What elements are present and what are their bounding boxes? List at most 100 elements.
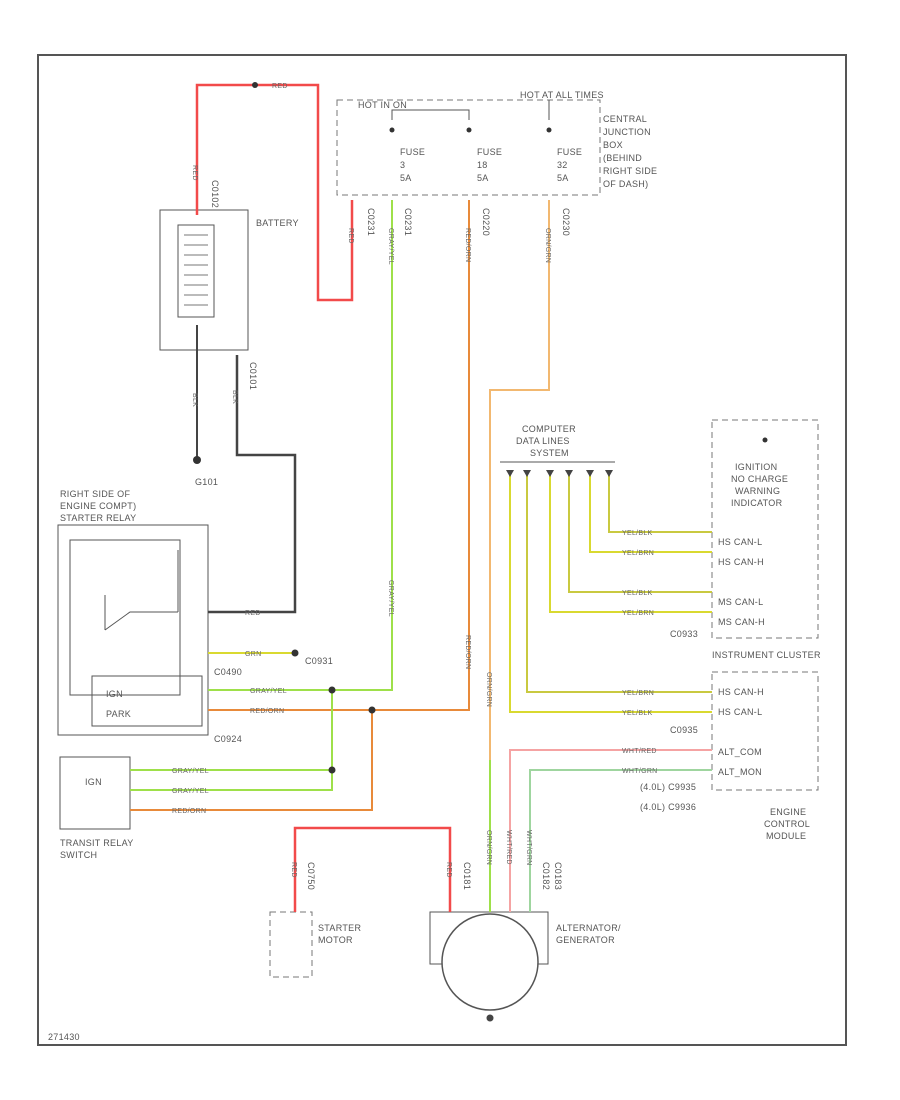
wire-label-yelbrn-1: YEL/BRN: [622, 550, 654, 557]
alt-label-2: GENERATOR: [556, 935, 615, 945]
wire-data-4: [568, 470, 712, 593]
g101-label: G101: [195, 477, 218, 487]
alternator-circle: [441, 913, 539, 1011]
c-cjb3-label: C0220: [481, 208, 491, 236]
fuse-lines: [391, 100, 550, 120]
ign-box-label: IGN: [85, 777, 102, 787]
cdl-label-2: DATA LINES: [516, 436, 570, 446]
relay-switch: [104, 611, 178, 631]
ign-warn-3: WARNING: [735, 486, 780, 496]
starter-label-1: STARTER: [318, 923, 361, 933]
cjb-line3: BOX: [603, 140, 623, 150]
relay-inner: [69, 539, 181, 696]
wire-label-yelbrn-2: YEL/BRN: [622, 610, 654, 617]
c0933-label: C0933: [670, 629, 698, 639]
wire-label-yelblk-3: YEL/BLK: [622, 710, 653, 717]
c-gen3-label: C0183: [553, 862, 563, 890]
wire-label-yelblk-1: YEL/BLK: [622, 530, 653, 537]
fuse1-amp: 5A: [400, 173, 412, 183]
wire-label-whtred-v: WHT/RED: [505, 830, 512, 865]
battery-cell-lines: [184, 234, 208, 306]
pin-ms-can-h: MS CAN-H: [718, 617, 765, 627]
pin-hs-can-h-2: HS CAN-H: [718, 687, 764, 697]
wire-data-2: [526, 470, 712, 693]
fuse3-num: 32: [557, 160, 568, 170]
cjb-line4: (BEHIND: [603, 153, 642, 163]
fuse3-label: FUSE: [557, 147, 582, 157]
cjb-line6: OF DASH): [603, 179, 648, 189]
wire-label-red-gen: RED: [445, 862, 452, 878]
fuse1-label: FUSE: [400, 147, 425, 157]
battery-cells: [177, 224, 215, 318]
c-gen2-label: C0182: [541, 862, 551, 890]
wire-data-6: [608, 470, 712, 533]
wire-label-red-cjb: RED: [347, 228, 354, 244]
pin-hs-can-h-1: HS CAN-H: [718, 557, 764, 567]
wire-label-grayyel-t2: GRAY/YEL: [172, 788, 209, 795]
eng-compt-line1: RIGHT SIDE OF: [60, 489, 130, 499]
c0490-label: C0490: [214, 667, 242, 677]
wire-black-starter: [208, 355, 297, 614]
ign-label: IGN: [106, 689, 123, 699]
alt-label-1: ALTERNATOR/: [556, 923, 621, 933]
battery-label: BATTERY: [256, 218, 299, 228]
wire-red-starter: [293, 826, 452, 912]
c9935-label: (4.0L) C9935: [640, 782, 696, 792]
fuse2-num: 18: [477, 160, 488, 170]
pin-alt-com: ALT_COM: [718, 747, 762, 757]
alternator-ground: [486, 1014, 494, 1022]
battery-box: [159, 209, 249, 351]
wire-label-yelblk-2: YEL/BLK: [622, 590, 653, 597]
c9936-label: (4.0L) C9936: [640, 802, 696, 812]
fuse1-num: 3: [400, 160, 405, 170]
wire-label-whtred: WHT/RED: [622, 748, 657, 755]
starter-label-2: MOTOR: [318, 935, 353, 945]
transit-relay-switch-box: [59, 756, 131, 830]
wire-redorn: [208, 200, 470, 711]
fuse3-amp: 5A: [557, 173, 569, 183]
wire-label-redorn-top: RED/ORN: [464, 228, 471, 262]
c-sm-label: C0750: [306, 862, 316, 890]
eng-compt-line2: ENGINE COMPT): [60, 501, 136, 511]
engine-control-module-box: [711, 671, 819, 791]
wire-label-orngrn-low: ORN/GRN: [485, 830, 492, 865]
wire-label-redorn-mid: RED/ORN: [464, 635, 471, 669]
wire-data-5: [589, 470, 712, 553]
wire-whtgrn: [529, 769, 712, 912]
pin-hs-can-l-2: HS CAN-L: [718, 707, 762, 717]
ecm-label-3: MODULE: [766, 831, 806, 841]
c0931-label: C0931: [305, 656, 333, 666]
wire-red-battery: [195, 83, 354, 302]
wire-label-grn: GRN: [245, 651, 261, 658]
c-bat-label: C0102: [210, 180, 220, 208]
diagram-border: [37, 54, 847, 1046]
ecm-label-2: CONTROL: [764, 819, 810, 829]
c-bat2-label: C0101: [248, 362, 258, 390]
wire-label-yelbrn-3: YEL/BRN: [622, 690, 654, 697]
pin-ms-can-l: MS CAN-L: [718, 597, 763, 607]
instrument-cluster-box: [711, 419, 819, 639]
cdl-label-3: SYSTEM: [530, 448, 569, 458]
transit-label-1: TRANSIT RELAY: [60, 838, 134, 848]
c-cjb1-label: C0231: [366, 208, 376, 236]
wire-label-orngrn-top: ORN/GRN: [544, 228, 551, 263]
cjb-line5: RIGHT SIDE: [603, 166, 657, 176]
wire-label-red-bat: RED: [191, 165, 198, 181]
wire-label-blk2: BLK: [231, 390, 238, 404]
cdl-label-1: COMPUTER: [522, 424, 576, 434]
wire-label-grayyel-mid: GRAY/YEL: [387, 580, 394, 617]
wire-label-grayyel-relay: GRAY/YEL: [250, 688, 287, 695]
ign-warn-1: IGNITION: [735, 462, 777, 472]
cjb-line2: JUNCTION: [603, 127, 651, 137]
label-hot-at-all-times: HOT AT ALL TIMES: [520, 90, 604, 100]
wire-label-redorn-relay: RED/ORN: [250, 708, 284, 715]
pin-hs-can-l-1: HS CAN-L: [718, 537, 762, 547]
wire-label-red-top: RED: [272, 83, 288, 90]
c0935-label: C0935: [670, 725, 698, 735]
starter-relay-box: [57, 524, 209, 736]
wire-grayyel: [208, 200, 393, 691]
wire-label-red-sm: RED: [290, 862, 297, 878]
data-connector-pins: [506, 470, 613, 477]
wire-orngrn: [489, 200, 550, 760]
wire-label-grayyel-top: GRAY/YEL: [387, 228, 394, 265]
